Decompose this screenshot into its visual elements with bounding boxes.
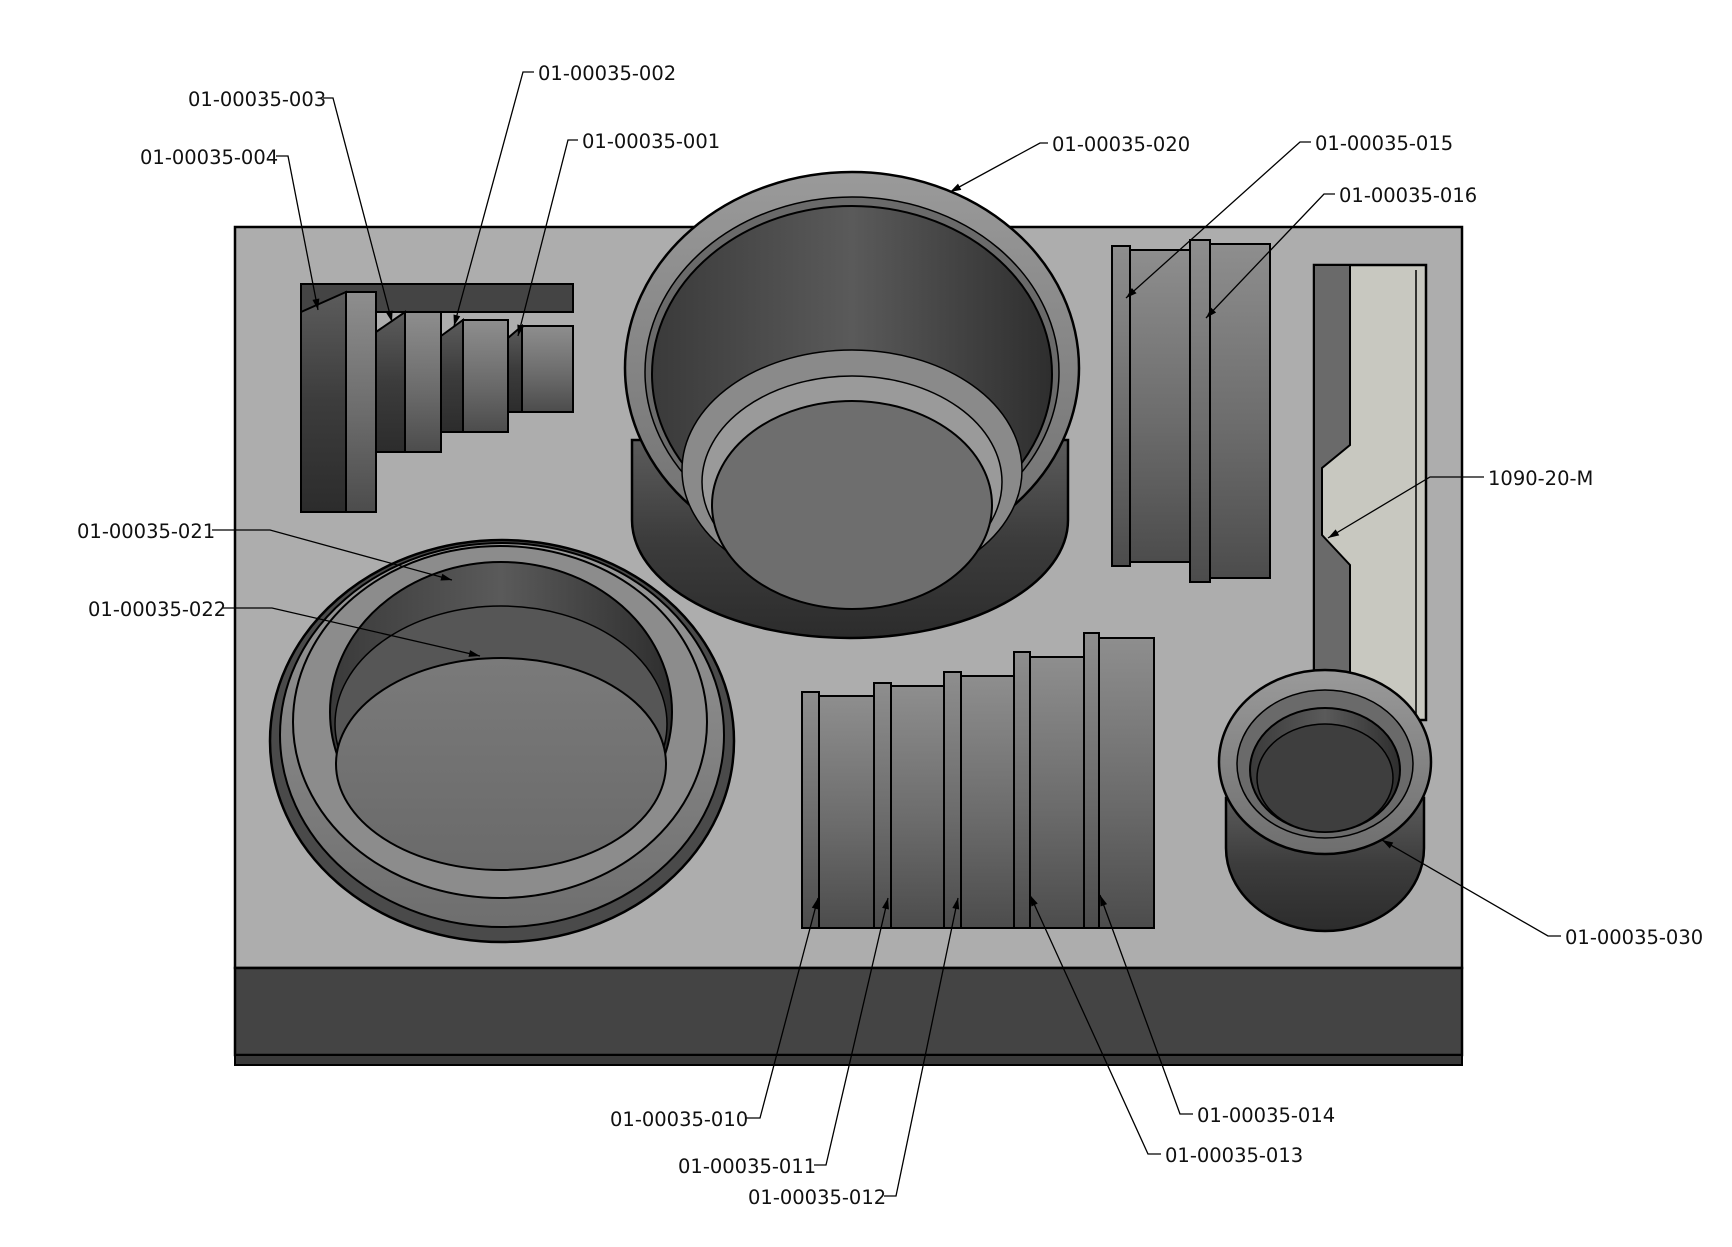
part-002-disc	[440, 318, 464, 433]
part-022-floor	[335, 657, 667, 871]
part-012-flange	[943, 671, 962, 929]
leader-c-003	[323, 97, 393, 323]
part-016-flange	[1189, 239, 1211, 583]
arrowhead-c-001	[517, 324, 525, 336]
leader-c-021	[212, 529, 453, 581]
callout-003: 01-00035-003	[188, 88, 326, 111]
callout-011: 01-00035-011	[678, 1155, 816, 1178]
part-004-disc	[300, 290, 347, 513]
part-020-cup	[623, 170, 1081, 640]
callout-001: 01-00035-001	[582, 130, 720, 153]
leader-c-014	[1099, 894, 1193, 1115]
callout-020: 01-00035-020	[1052, 133, 1190, 156]
part-013-body	[1029, 656, 1085, 929]
leader-c-020	[949, 142, 1048, 193]
part-1090-slot	[1312, 263, 1428, 722]
leader-lines	[212, 71, 1561, 1197]
leader-c-012	[884, 897, 959, 1197]
callout-022: 01-00035-022	[88, 598, 226, 621]
leader-c-010	[746, 897, 819, 1119]
arrowhead-c-013	[1030, 895, 1038, 907]
leader-c-022	[222, 607, 481, 657]
callout-013: 01-00035-013	[1165, 1144, 1303, 1167]
callout-010: 01-00035-010	[610, 1108, 748, 1131]
part-012-body	[960, 675, 1015, 929]
part-002-rim	[462, 319, 509, 433]
part-013-flange	[1013, 651, 1031, 929]
arrowhead-c-030	[1382, 840, 1394, 849]
arrowhead-c-012	[952, 898, 960, 910]
callout-030: 01-00035-030	[1565, 926, 1703, 949]
part-003-rim	[404, 311, 442, 453]
leader-c-015	[1125, 141, 1311, 299]
part-003-disc	[375, 310, 406, 453]
leader-c-002	[453, 71, 534, 327]
parts-015-016	[1111, 239, 1271, 583]
arrowhead-c-010	[811, 898, 819, 910]
arrowhead-c-022	[468, 650, 480, 657]
callout-015: 01-00035-015	[1315, 132, 1453, 155]
leader-c-011	[814, 897, 889, 1166]
leader-c-016	[1205, 193, 1335, 319]
callout-labels: 01-00035-002 01-00035-003 01-00035-001 0…	[77, 62, 1703, 1209]
part-030-floor	[1256, 723, 1394, 833]
stepped-parts-pocket	[300, 283, 574, 513]
arrowhead-c-002	[453, 314, 461, 326]
callout-012: 01-00035-012	[748, 1186, 886, 1209]
arrowhead-c-015	[1126, 288, 1137, 298]
part-016-body	[1209, 243, 1271, 579]
part-001-disc	[507, 323, 523, 413]
part-020-floor	[711, 400, 993, 610]
part-015-body	[1129, 249, 1191, 563]
part-014-flange	[1083, 632, 1100, 929]
parts-021-022-ring	[268, 538, 736, 944]
callout-1090: 1090-20-M	[1488, 467, 1593, 490]
arrowhead-c-020	[950, 183, 962, 192]
arrowhead-c-1090	[1328, 529, 1340, 538]
callout-016: 01-00035-016	[1339, 184, 1477, 207]
part-010-body	[818, 695, 875, 929]
callout-014: 01-00035-014	[1197, 1104, 1335, 1127]
parts-010-014	[801, 632, 1155, 929]
part-004-rim	[345, 291, 377, 513]
leader-c-001	[517, 139, 578, 337]
callout-004: 01-00035-004	[140, 146, 278, 169]
tray-bottom-strip	[234, 1054, 1463, 1066]
arrowhead-c-014	[1100, 895, 1108, 907]
leader-c-1090	[1327, 476, 1484, 539]
part-010-flange	[801, 691, 820, 929]
part-014-body	[1098, 637, 1155, 929]
part-015-flange	[1111, 245, 1131, 567]
arrowhead-c-003	[385, 310, 393, 322]
tray-front-face	[233, 966, 1464, 1057]
arrowhead-c-021	[440, 573, 452, 581]
part-030-cup	[1217, 668, 1433, 933]
leader-c-013	[1029, 894, 1161, 1155]
leader-c-030	[1381, 839, 1561, 937]
arrowhead-c-016	[1206, 307, 1217, 318]
callout-002: 01-00035-002	[538, 62, 676, 85]
part-011-body	[890, 685, 945, 929]
part-011-flange	[873, 682, 892, 929]
arrowhead-c-011	[882, 898, 889, 910]
callout-021: 01-00035-021	[77, 520, 215, 543]
arrowhead-c-004	[312, 298, 320, 310]
leader-c-004	[276, 155, 319, 311]
part-001-rim	[521, 325, 574, 413]
